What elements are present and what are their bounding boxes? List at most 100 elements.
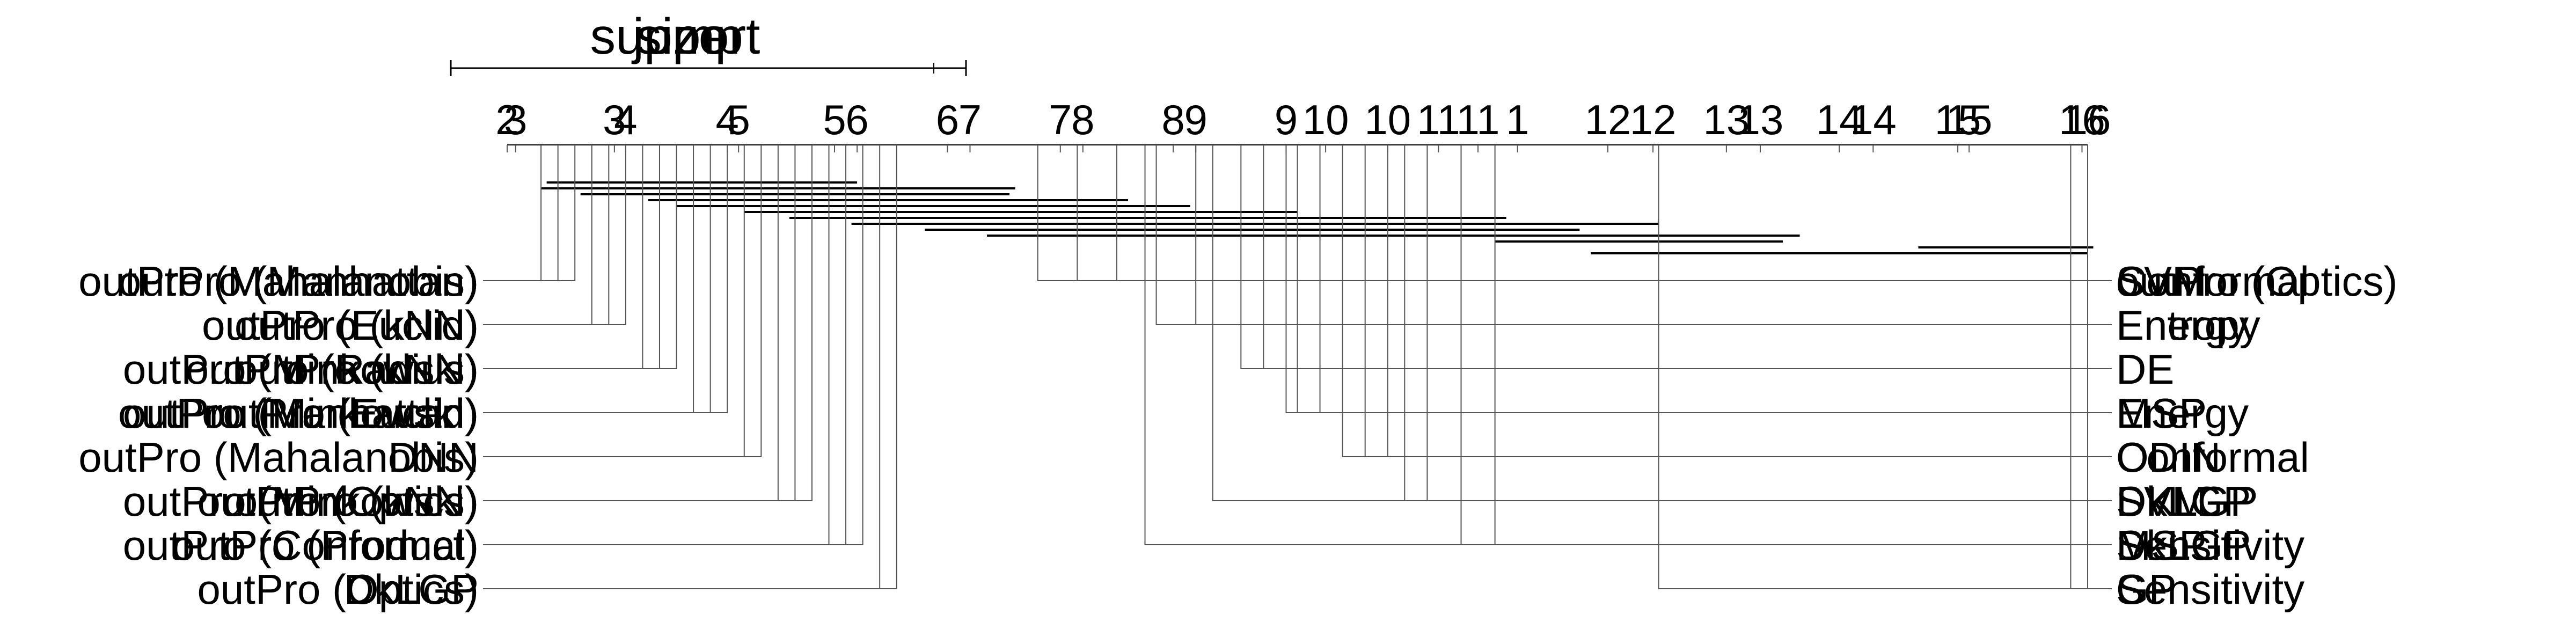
- method-label-right: MSP: [2116, 522, 2207, 569]
- method-connector: [1494, 145, 2112, 545]
- axis-tick-label: 1: [1506, 96, 1529, 143]
- method-label-right: DE: [2116, 346, 2174, 393]
- method-connector: [483, 145, 610, 325]
- method-connector: [483, 145, 830, 545]
- axis-tick-label: 13: [1703, 96, 1750, 143]
- axis-tick-label: 15: [1935, 96, 1981, 143]
- method-label-right: GP: [2116, 566, 2177, 613]
- axis-tick-label: 12: [1585, 96, 1631, 143]
- method-label-left: outPro (Minkowski): [123, 346, 479, 393]
- method-label-left: outPro (Radius): [186, 346, 479, 393]
- method-label-right: Conformal: [2116, 434, 2309, 481]
- axis-tick-label: 6: [845, 96, 868, 143]
- method-connector: [483, 145, 745, 457]
- method-label-right: Energy: [2116, 302, 2249, 349]
- method-connector: [1404, 145, 2112, 501]
- axis-tick-label: 2: [495, 96, 518, 143]
- method-label-left: outPro (Minkowski): [123, 390, 479, 437]
- axis-tick-label: 3: [603, 96, 626, 143]
- method-connector: [1342, 145, 2112, 457]
- method-connector: [483, 145, 542, 281]
- axis-tick-label: 11: [1417, 96, 1460, 143]
- cd-label: size: [636, 8, 727, 65]
- method-label-right: Sensitivity: [2116, 522, 2304, 569]
- method-label-right: MSP: [2116, 390, 2207, 437]
- method-connector: [1319, 145, 2112, 413]
- method-label-left: outPro (Manhattan): [118, 390, 479, 437]
- method-label-right: SVM: [2116, 478, 2207, 525]
- axis-tick-label: 9: [1184, 96, 1207, 143]
- axis-tick-label: 7: [958, 96, 982, 143]
- method-connector: [483, 145, 660, 369]
- method-connector: [483, 145, 762, 457]
- method-label-right: DKLGP: [2116, 478, 2258, 525]
- method-connector: [483, 145, 694, 413]
- method-connector: [2070, 145, 2112, 589]
- axis-tick-label: 7: [1049, 96, 1072, 143]
- method-connector: [483, 145, 847, 545]
- method-label-left: outPro (kNN): [235, 346, 479, 393]
- method-label-left: outPro (Product): [172, 522, 479, 569]
- axis-tick-label: 8: [1071, 96, 1094, 143]
- axis-tick-label: 10: [1364, 96, 1411, 143]
- method-connector: [1364, 145, 2112, 457]
- method-label-left: outPro (kNN): [235, 302, 479, 349]
- method-label-left: outPro (Conformal): [123, 522, 479, 569]
- axis-tick-label: 5: [727, 96, 750, 143]
- method-connector: [1263, 145, 2112, 369]
- axis-tick-label: 5: [823, 96, 846, 143]
- method-label-right: SVM: [2116, 258, 2207, 305]
- method-label-left: outPro (Optics): [197, 478, 479, 525]
- method-connector: [483, 145, 796, 501]
- method-connector: [1297, 145, 2112, 413]
- axis-tick-label: 11: [1457, 96, 1500, 143]
- method-connector: [483, 145, 592, 325]
- method-label-left: outPro (Mahalanobis): [78, 258, 479, 305]
- axis-tick-label: 16: [2065, 96, 2111, 143]
- method-connector: [1212, 145, 2112, 501]
- axis-tick-label: 14: [1850, 96, 1897, 143]
- method-connector: [483, 145, 677, 369]
- method-label-left: outPro (Mahalanobis): [78, 434, 479, 481]
- axis-tick-label: 16: [2059, 96, 2105, 143]
- method-label-left: outPro (Manhattan): [118, 258, 479, 305]
- axis-tick-label: 14: [1816, 96, 1863, 143]
- method-connector: [2087, 145, 2112, 589]
- method-label-right: Conformal: [2116, 258, 2309, 305]
- method-label-right: DkLGP: [2116, 522, 2251, 569]
- method-label-left: outPro (kNN): [235, 478, 479, 525]
- cd-label: support: [590, 8, 760, 65]
- method-label-right: GP: [2116, 566, 2177, 613]
- method-label-left: outPro (Euclid): [202, 302, 479, 349]
- method-label-right: DkLGP: [2116, 478, 2251, 525]
- method-label-right: outPro (Optics): [2116, 258, 2397, 305]
- method-connector: [1285, 145, 2112, 413]
- method-connector: [1116, 145, 2112, 281]
- method-connector: [483, 145, 897, 589]
- method-connector: [483, 145, 559, 281]
- method-label-right: Sensitivity: [2116, 566, 2304, 613]
- method-label-right: MSP: [2116, 390, 2207, 437]
- axis-tick-label: 3: [504, 96, 527, 143]
- method-connector: [483, 145, 863, 545]
- method-label-right: Entropy: [2116, 302, 2260, 349]
- method-label-right: ODIN: [2116, 434, 2221, 481]
- cd-label: jump: [631, 8, 743, 65]
- method-connector: [483, 145, 643, 369]
- method-label-left: DkLGP: [344, 566, 479, 613]
- method-connector: [483, 145, 779, 501]
- method-connector: [1658, 145, 2112, 589]
- method-label-left: DNN: [388, 434, 479, 481]
- method-connector: [1195, 145, 2112, 325]
- method-connector: [1460, 145, 2112, 545]
- method-label-left: outPro (Minkowski): [123, 478, 479, 525]
- method-connector: [1144, 145, 2112, 545]
- method-connector: [1240, 145, 2112, 369]
- method-label-left: outPro (Optics): [197, 566, 479, 613]
- method-label-right: Energy: [2116, 390, 2249, 437]
- axis-tick-label: 4: [716, 96, 739, 143]
- axis-tick-label: 6: [936, 96, 959, 143]
- method-connector: [483, 145, 813, 501]
- axis-tick-label: 8: [1161, 96, 1184, 143]
- method-label-right: DE: [2116, 346, 2174, 393]
